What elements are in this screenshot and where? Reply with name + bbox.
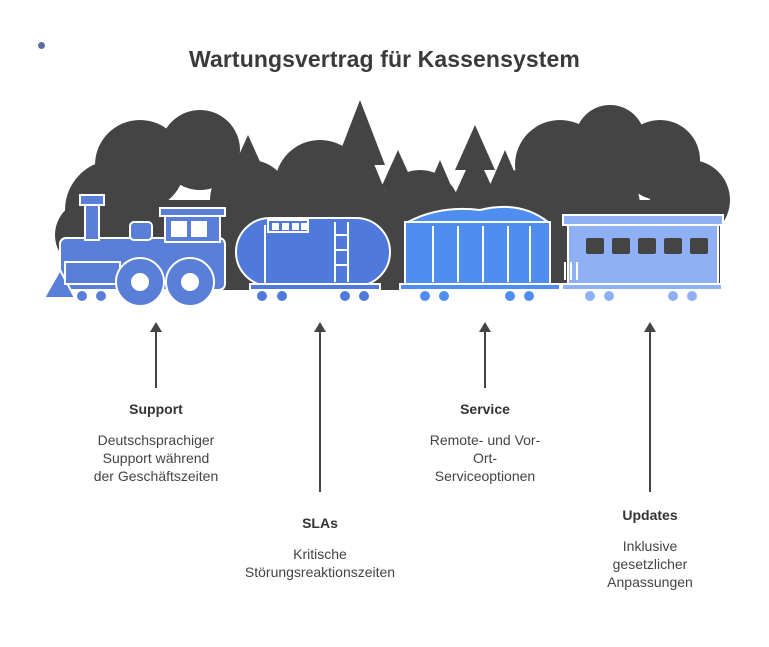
callout-heading: Updates	[622, 507, 678, 523]
callout-slas: SLAs Kritische Störungsreaktionszeiten	[220, 515, 420, 581]
logo-icon	[38, 41, 45, 49]
callout-heading: Service	[460, 401, 510, 417]
arrow-service	[479, 322, 491, 388]
logo	[38, 38, 64, 52]
tanker-car	[235, 217, 391, 303]
callout-updates: Updates Inklusive gesetzlicher Anpassung…	[550, 507, 750, 591]
callout-text: Remote- und Vor- Ort- Serviceoptionen	[429, 432, 541, 484]
callout-text: Inklusive gesetzlicher Anpassungen	[607, 538, 693, 590]
page-title: Wartungsvertrag für Kassensystem	[189, 46, 580, 72]
arrow-slas	[314, 322, 326, 492]
callout-heading: SLAs	[302, 515, 338, 531]
rail	[40, 290, 722, 296]
passenger-car	[561, 214, 724, 303]
callout-service: Service Remote- und Vor- Ort- Serviceopt…	[385, 401, 585, 485]
callout-text: Kritische Störungsreaktionszeiten	[244, 546, 396, 580]
freight-car	[399, 205, 561, 303]
arrow-updates	[644, 322, 656, 492]
arrow-support	[150, 322, 162, 388]
callout-heading: Support	[129, 401, 183, 417]
locomotive	[42, 194, 226, 307]
callout-support: Support Deutschsprachiger Support währen…	[56, 401, 256, 485]
callout-text: Deutschsprachiger Support während der Ge…	[93, 432, 219, 484]
